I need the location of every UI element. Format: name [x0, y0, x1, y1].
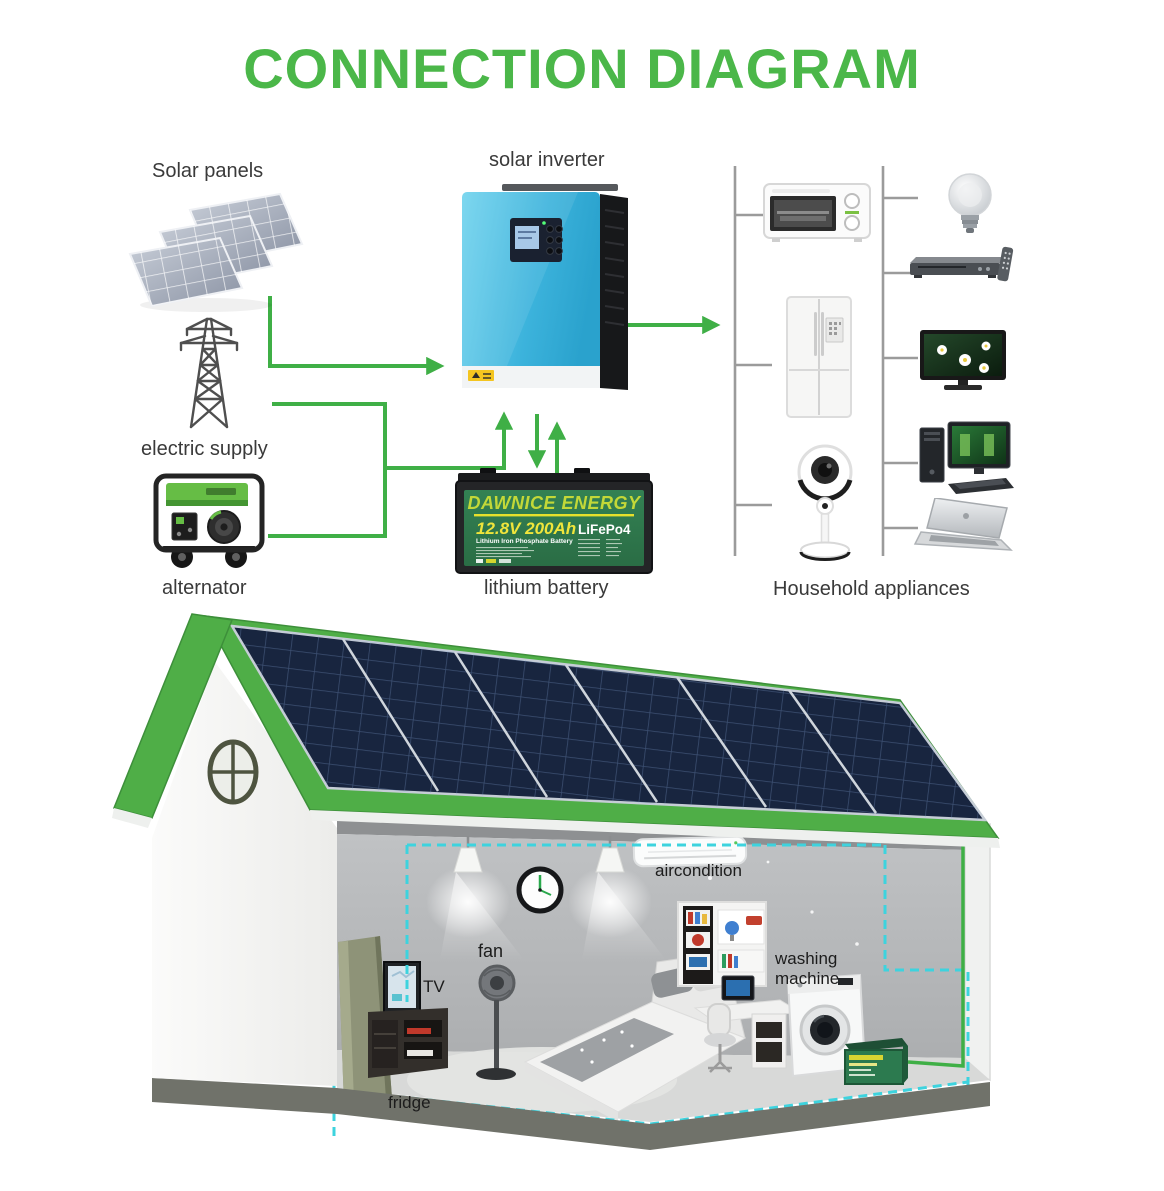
- household-appliances-label: Household appliances: [773, 578, 970, 600]
- air-conditioner: [632, 835, 748, 868]
- tv-and-cabinet: [368, 961, 448, 1078]
- solar-house-illustration: [112, 613, 1000, 1150]
- electric-supply-label: electric supply: [141, 438, 268, 460]
- house-foundation: [152, 1078, 990, 1150]
- desktop-computer-icon: [919, 421, 1014, 494]
- roof-solar-array: [203, 615, 1000, 848]
- house-battery: [844, 1038, 908, 1085]
- security-camera-icon: [797, 444, 853, 561]
- fridge-label: fridge: [388, 1093, 431, 1112]
- toaster-oven-icon: [763, 183, 871, 242]
- alternator-label: alternator: [162, 577, 247, 599]
- solar-inverter-label: solar inverter: [489, 149, 605, 171]
- television-icon: [920, 330, 1006, 390]
- washing-machine-label: washing machine: [775, 949, 840, 988]
- page-title: CONNECTION DIAGRAM: [243, 37, 921, 100]
- lithium-battery-label: lithium battery: [484, 577, 609, 599]
- dvd-player-icon: [910, 246, 1014, 282]
- house-wiring-green: [907, 834, 965, 1068]
- battery-chemistry-text: LiFePo4: [578, 522, 631, 537]
- wire-bus-to-inverter: [385, 411, 514, 470]
- round-window: [207, 739, 259, 805]
- solar-panels-icon: [128, 192, 304, 312]
- alternator-icon: [153, 473, 265, 568]
- lithium-battery-device: DAWNICE ENERGY 12.8V 200Ah Lithium Iron …: [455, 468, 653, 574]
- fan-label: fan: [478, 941, 504, 961]
- solar-inverter-device: [462, 184, 628, 390]
- washing-machine-appliance: [786, 973, 867, 1078]
- battery-type-text: Lithium Iron Phosphate Battery: [476, 538, 573, 545]
- desk-and-chair: [693, 975, 802, 1073]
- house-right-wall: [964, 822, 991, 1082]
- light-bulb-icon: [948, 173, 992, 233]
- battery-brand-text: DAWNICE ENERGY: [467, 493, 642, 513]
- refrigerator-icon: [786, 296, 852, 418]
- house-wiring-dashed: [332, 843, 970, 1138]
- pendant-lamps: [426, 836, 666, 960]
- bookshelf: [677, 901, 767, 987]
- battery-fine-print: [476, 539, 622, 558]
- roof-left-band: [112, 613, 234, 828]
- wall-sparkles: [708, 860, 859, 946]
- solar-panels-label: Solar panels: [152, 160, 264, 182]
- wall-clock: [516, 866, 564, 914]
- aircondition-label: aircondition: [655, 861, 742, 880]
- battery-cert-marks: [476, 559, 511, 563]
- tv-label: TV: [423, 977, 445, 996]
- standing-fan: [476, 964, 516, 1080]
- electric-tower-icon: [179, 317, 239, 429]
- battery-rating-text: 12.8V 200Ah: [476, 519, 576, 538]
- laptop-icon: [913, 498, 1013, 551]
- wire-grid-alternator-bus: [268, 402, 387, 538]
